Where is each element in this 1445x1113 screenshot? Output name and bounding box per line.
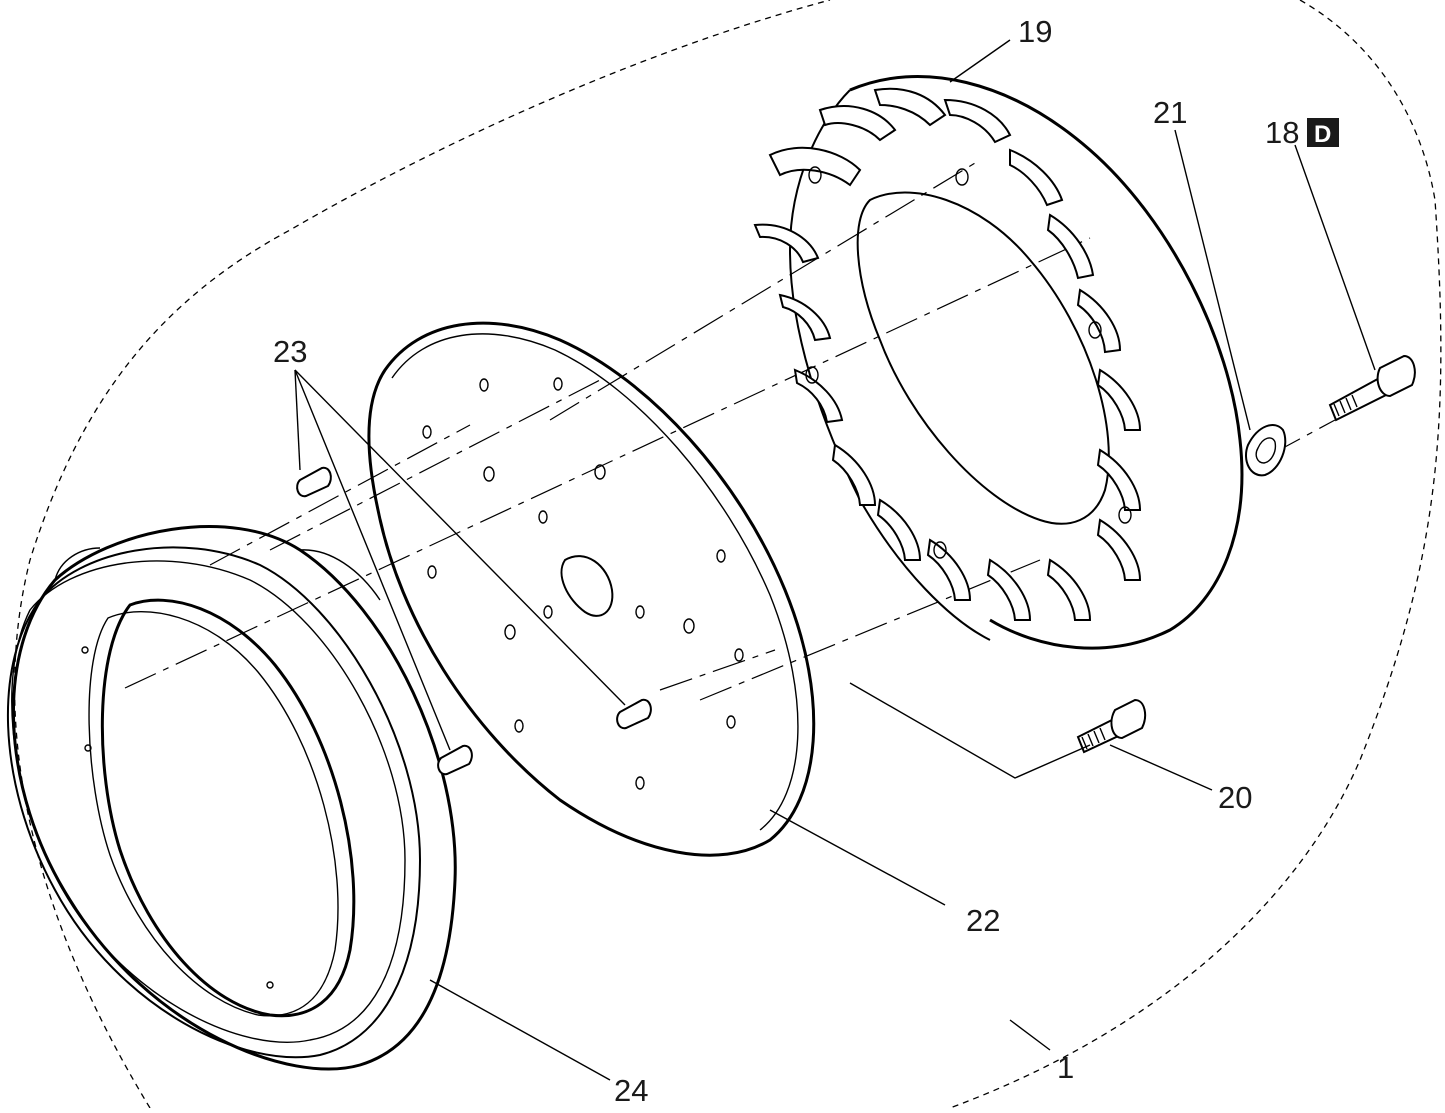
washer-part-21	[1245, 424, 1287, 477]
dowel-pin-1	[296, 466, 332, 498]
screw-part-20	[1076, 698, 1147, 754]
leader-lines	[294, 39, 1376, 1081]
assembly-boundary	[13, 0, 1442, 1109]
dowel-pin-3	[437, 744, 473, 776]
callout-21: 21	[1153, 95, 1187, 130]
dowel-pin-2	[616, 698, 652, 730]
center-axis-lines	[124, 159, 1336, 701]
screw-thread-18	[1333, 394, 1358, 417]
fan-blades	[753, 87, 1142, 621]
fan-bolt-holes	[805, 166, 1132, 559]
screw-part-18	[1328, 354, 1416, 422]
plate-holes	[422, 377, 744, 790]
callout-19: 19	[1018, 14, 1052, 49]
callout-labels: 19 21 18 D 23 20 22 24 1	[273, 14, 1339, 1108]
callout-18-badge-text: D	[1314, 121, 1331, 148]
callout-18-badge	[1307, 118, 1339, 147]
callout-1: 1	[1057, 1050, 1074, 1085]
screw-thread-20	[1081, 727, 1106, 750]
callout-23: 23	[273, 334, 307, 369]
dowel-pins-part-23	[296, 466, 652, 776]
callout-24: 24	[614, 1073, 648, 1108]
callout-20: 20	[1218, 780, 1252, 815]
callout-22: 22	[966, 903, 1000, 938]
callout-18: 18	[1265, 115, 1299, 150]
fan-part-19	[753, 75, 1244, 650]
plate-part-22	[367, 321, 816, 857]
housing-ring-part-24	[6, 525, 457, 1071]
